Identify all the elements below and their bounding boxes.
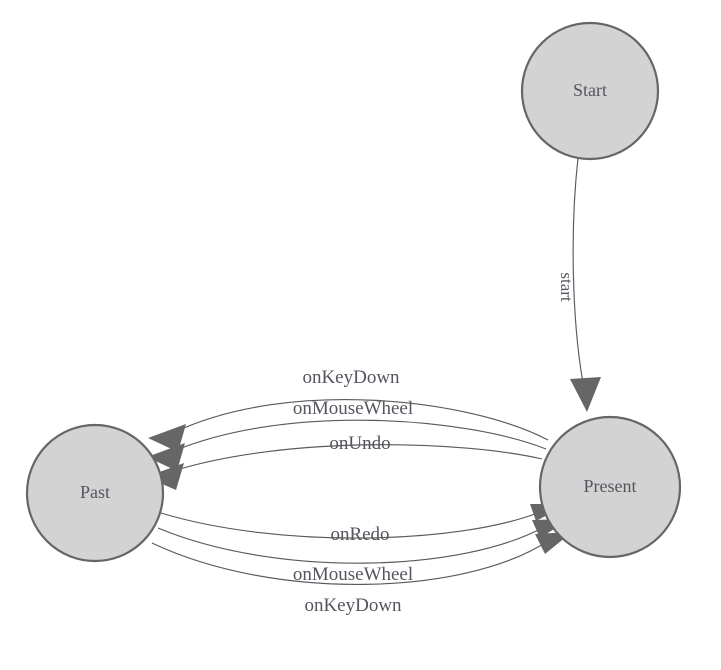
node-start[interactable]: Start [520,21,660,161]
edge-path-present-past-2 [173,419,547,452]
node-start-circle [520,21,660,161]
edge-path-past-present-3 [151,540,549,585]
edge-present-to-past-onundo[interactable] [146,444,543,490]
node-present-label: Present [584,476,637,496]
edge-path-past-present-2 [157,526,545,564]
node-past-label: Past [80,482,110,502]
edge-arrowhead-present-past-3 [146,463,184,490]
node-start-label: Start [573,80,607,100]
edge-start-to-present[interactable]: start [557,157,601,412]
edge-label-past-present-onredo: onRedo [330,524,389,545]
edge-path-present-past-1 [174,399,549,441]
edge-present-to-past-onkeydown[interactable] [148,399,549,452]
edge-path-past-present-1 [160,511,541,539]
node-past-circle [25,423,165,563]
node-present[interactable]: Present [538,415,682,559]
edge-arrowhead-present-past-2 [147,443,185,471]
edge-arrowhead-present-past-1 [148,424,186,452]
edge-present-to-past-onmousewheel[interactable] [147,419,547,471]
edge-path-present-past-3 [172,444,543,472]
edge-label-past-present-onkeydown: onKeyDown [304,595,402,616]
node-present-circle [538,415,682,559]
edge-label-present-past-onmousewheel: onMouseWheel [293,398,413,419]
edge-label-present-past-onkeydown: onKeyDown [302,367,400,388]
edge-label-start: start [557,272,576,302]
edge-label-present-past-onundo: onUndo [329,433,390,454]
edge-label-past-present-onmousewheel: onMouseWheel [293,564,413,585]
edge-arrowhead-start-present [570,377,601,412]
node-past[interactable]: Past [25,423,165,563]
edge-path-start-present [572,157,584,384]
